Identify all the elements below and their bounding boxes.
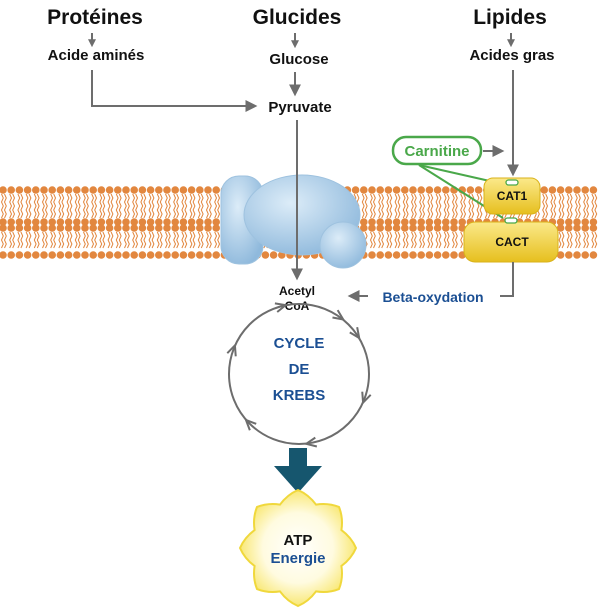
label-glucose: Glucose (269, 51, 328, 68)
krebs-cycle-arrowhead (361, 391, 372, 405)
cact-transporter: CACT (463, 217, 559, 263)
krebs-cycle: CYCLE DE KREBS (226, 302, 372, 448)
krebs-line-krebs: KREBS (273, 387, 326, 404)
label-cat1: CAT1 (497, 189, 528, 203)
header-proteines: Protéines (47, 6, 143, 29)
label-acide-amines: Acide aminés (48, 47, 145, 64)
header-lipides: Lipides (473, 6, 547, 29)
atp-star-shape (238, 488, 358, 608)
krebs-cycle-arrowhead (244, 418, 257, 431)
label-acides-gras: Acides gras (469, 47, 554, 64)
big-arrow-to-atp (274, 448, 322, 493)
krebs-cycle-arrowhead (332, 309, 346, 321)
arrow-acides-amines-pyruvate (91, 70, 258, 112)
label-carnitine: Carnitine (404, 143, 469, 160)
label-coa: CoA (285, 299, 310, 313)
krebs-line-cycle: CYCLE (274, 335, 325, 352)
arrow-cact-down (500, 262, 514, 297)
krebs-cycle-ring (226, 302, 372, 448)
label-pyruvate: Pyruvate (268, 99, 331, 116)
atp-energy-star: ATP Energie (238, 488, 358, 608)
krebs-cycle-arrowhead (226, 343, 237, 357)
membrane-protein-complex (220, 174, 367, 269)
cat1-transporter: CAT1 (483, 177, 541, 215)
krebs-circle (228, 303, 370, 445)
krebs-cycle-arrowhead (274, 302, 289, 313)
label-energie: Energie (270, 550, 325, 567)
krebs-cycle-arrowhead (303, 436, 318, 448)
carnitine-badge: Carnitine (391, 135, 483, 166)
label-acetyl: Acetyl (279, 284, 315, 298)
krebs-line-de: DE (289, 361, 310, 378)
label-beta-oxydation: Beta-oxydation (382, 289, 483, 305)
header-glucides: Glucides (253, 6, 342, 29)
label-cact: CACT (495, 235, 529, 249)
label-atp: ATP (284, 532, 313, 549)
krebs-cycle-arrowhead (349, 326, 361, 340)
